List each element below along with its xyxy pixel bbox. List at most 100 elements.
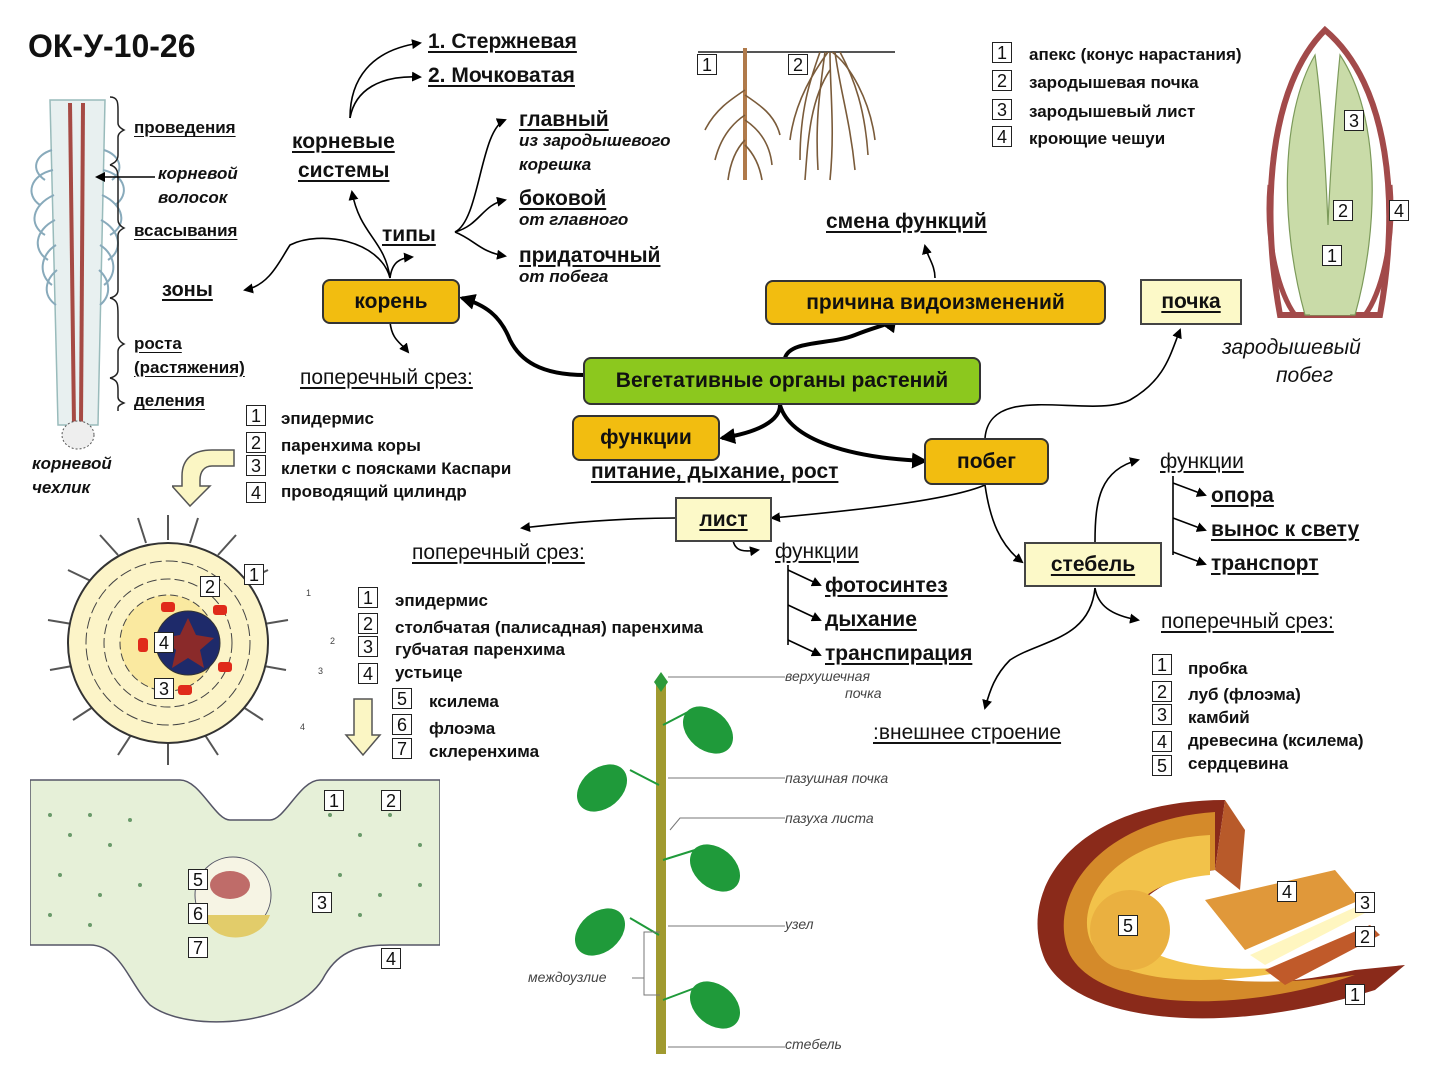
node-leaf[interactable]: лист	[675, 497, 772, 542]
root-fig-small-3: 3	[318, 666, 324, 676]
leaf-cs-num-2: 2	[358, 613, 378, 634]
leaf-fig-num-7: 7	[188, 937, 208, 958]
leaf-cs-num-3: 3	[358, 636, 378, 657]
stem-functions-label: функции	[1160, 450, 1244, 473]
lateral-root: боковой	[519, 187, 607, 210]
leaf-function-transpiration: транспирация	[825, 642, 973, 665]
leaf-fig-num-3: 3	[312, 892, 332, 913]
root-cs-text-3: клетки с поясками Каспари	[281, 459, 512, 478]
embryonic-shoot-illustration	[1266, 25, 1394, 318]
node-stem-label: стебель	[1050, 552, 1136, 576]
leaf-function-photosynthesis: фотосинтез	[825, 574, 948, 597]
root-cap-label-1: корневой	[32, 454, 112, 473]
node-modification-cause[interactable]: причина видоизменений	[765, 280, 1106, 325]
node-stem[interactable]: стебель	[1024, 542, 1162, 587]
leaf-cs-text-2: столбчатая (палисадная) паренхима	[395, 618, 704, 637]
bud-legend-text-1: апекс (конус нарастания)	[1029, 45, 1242, 64]
bud-fig-num-1: 1	[1322, 245, 1342, 266]
stem-label: стебель	[785, 1036, 842, 1052]
leaf-fig-num-2: 2	[381, 790, 401, 811]
fibrous-root-system: 2. Мочковатая	[428, 64, 575, 87]
bud-legend-num-4: 4	[992, 126, 1012, 147]
root-cs-text-4: проводящий цилиндр	[281, 482, 467, 501]
bud-legend-num-1: 1	[992, 42, 1012, 63]
root-fig-small-1: 1	[306, 588, 312, 598]
embryonic-shoot-caption-1: зародышевый	[1222, 336, 1361, 359]
root-types-label: типы	[382, 223, 436, 246]
root-systems-illustration	[698, 48, 895, 181]
leaf-cs-text-3: губчатая паренхима	[395, 640, 565, 659]
zone-absorption: всасывания	[134, 221, 238, 240]
leaf-function-respiration: дыхание	[825, 608, 917, 631]
external-structure-label: :внешнее строение	[873, 721, 1062, 744]
node-functions[interactable]: функции	[572, 415, 720, 461]
leaf-fig-num-4: 4	[381, 948, 401, 969]
bud-fig-num-2: 2	[1333, 200, 1353, 221]
stem-fig-num-1: 1	[1345, 984, 1365, 1005]
root-fig-num-2: 2	[200, 576, 220, 597]
stem-cs-num-3: 3	[1152, 704, 1172, 725]
root-cs-text-1: эпидермис	[281, 409, 374, 428]
zone-growth: роста	[134, 334, 182, 353]
leaf-fig-num-5: 5	[188, 869, 208, 890]
root-cross-section-illustration	[47, 515, 289, 765]
curved-arrow-icon	[172, 449, 235, 508]
apical-bud-label-2: почка	[845, 685, 882, 701]
root-cs-num-4: 4	[246, 482, 266, 503]
stem-cs-text-1: пробка	[1188, 659, 1248, 678]
leaf-fig-num-6: 6	[188, 903, 208, 924]
main-root-desc-2: корешка	[519, 155, 592, 174]
root-cs-num-1: 1	[246, 405, 266, 426]
node-bud[interactable]: почка	[1140, 279, 1242, 325]
stem-function-light: вынос к свету	[1211, 518, 1360, 541]
node-label: узел	[785, 916, 814, 932]
axillary-bud-label: пазушная почка	[785, 770, 889, 786]
bud-legend-text-3: зародышевый лист	[1029, 102, 1196, 121]
stem-cs-text-3: камбий	[1188, 708, 1250, 727]
leaf-fig-num-1: 1	[324, 790, 344, 811]
leaf-cross-section-illustration	[30, 779, 440, 1023]
bud-legend-num-2: 2	[992, 70, 1012, 91]
leaf-cs-num-5: 5	[392, 688, 412, 709]
down-arrow-icon	[344, 698, 382, 757]
adventitious-root-desc: от побега	[519, 267, 609, 286]
functions-text: питание, дыхание, рост	[591, 460, 839, 483]
leaf-functions-label: функции	[775, 540, 859, 563]
main-root-desc-1: из зародышевого	[519, 131, 671, 150]
fig-fibrous-num: 2	[788, 54, 808, 75]
node-root[interactable]: корень	[322, 279, 460, 324]
root-fig-small-2: 2	[330, 636, 336, 646]
root-hair-label-1: корневой	[158, 164, 238, 183]
root-cs-num-2: 2	[246, 432, 266, 453]
node-shoot[interactable]: побег	[924, 438, 1049, 485]
stem-fig-num-2: 2	[1355, 926, 1375, 947]
zones-label: зоны	[162, 279, 213, 301]
root-hair-label-2: волосок	[158, 188, 228, 207]
leaf-cs-num-6: 6	[392, 714, 412, 735]
apical-bud-label-1: верхушечная	[785, 668, 870, 684]
bud-legend-text-2: зародышевая почка	[1029, 73, 1199, 92]
leaf-cs-text-6: флоэма	[429, 719, 496, 738]
node-bud-label: почка	[1161, 290, 1221, 313]
root-systems-label-1: корневые	[292, 130, 395, 153]
leaf-cs-num-1: 1	[358, 587, 378, 608]
root-cs-num-3: 3	[246, 455, 266, 476]
stem-cs-num-4: 4	[1152, 731, 1172, 752]
leaf-cs-text-4: устьице	[395, 663, 463, 682]
stem-cs-num-5: 5	[1152, 755, 1172, 776]
root-systems-label-2: системы	[298, 159, 390, 182]
root-cap-label-2: чехлик	[32, 478, 91, 497]
zone-division: деления	[134, 391, 205, 410]
stem-cross-section-label: поперечный срез:	[1161, 610, 1334, 633]
function-change-label: смена функций	[826, 210, 987, 233]
root-fig-num-3: 3	[154, 678, 174, 699]
node-vegetative-organs[interactable]: Вегетативные органы растений	[583, 357, 981, 405]
stem-cs-text-2: луб (флоэма)	[1188, 685, 1301, 704]
stem-fig-num-5: 5	[1118, 915, 1138, 936]
root-cross-section-label: поперечный срез:	[300, 366, 473, 389]
lateral-root-desc: от главного	[519, 210, 629, 229]
zone-growth-sub: (растяжения)	[134, 358, 245, 377]
stem-function-support: опора	[1211, 484, 1274, 507]
leaf-cs-text-7: склеренхима	[429, 742, 540, 761]
